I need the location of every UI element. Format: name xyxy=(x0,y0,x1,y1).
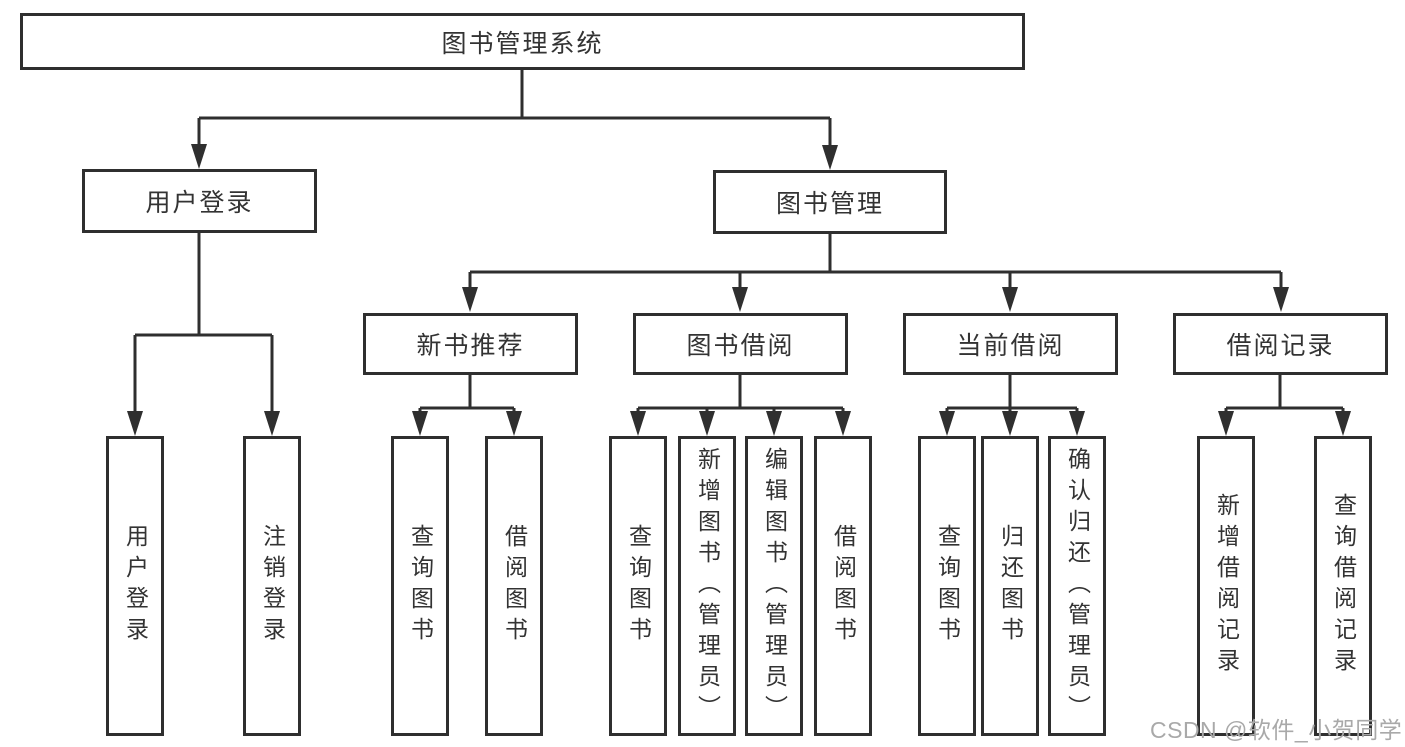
leaf-query-books-borrowing: 查询图书 xyxy=(609,436,667,736)
node-new-book-recommend: 新书推荐 xyxy=(363,313,578,375)
leaf-edit-books-admin: 编辑图书（管理员） xyxy=(745,436,803,736)
leaf-logout: 注销登录 xyxy=(243,436,301,736)
node-book-management: 图书管理 xyxy=(713,170,947,234)
leaf-confirm-return-admin: 确认归还（管理员） xyxy=(1048,436,1106,736)
leaf-query-books-recommend: 查询图书 xyxy=(391,436,449,736)
leaf-borrow-books-borrowing: 借阅图书 xyxy=(814,436,872,736)
node-user-login: 用户登录 xyxy=(82,169,317,233)
leaf-borrow-books-recommend: 借阅图书 xyxy=(485,436,543,736)
leaf-return-books: 归还图书 xyxy=(981,436,1039,736)
node-book-borrowing: 图书借阅 xyxy=(633,313,848,375)
node-current-borrowing: 当前借阅 xyxy=(903,313,1118,375)
arrowheads xyxy=(127,144,1351,436)
node-borrowing-records: 借阅记录 xyxy=(1173,313,1388,375)
leaf-query-books-current: 查询图书 xyxy=(918,436,976,736)
leaf-query-borrow-record: 查询借阅记录 xyxy=(1314,436,1372,736)
watermark-csdn: CSDN @软件_小贺同学 xyxy=(1150,717,1403,743)
leaf-add-borrow-record: 新增借阅记录 xyxy=(1197,436,1255,736)
leaf-user-login: 用户登录 xyxy=(106,436,164,736)
leaf-add-books-admin: 新增图书（管理员） xyxy=(678,436,736,736)
node-library-management-system: 图书管理系统 xyxy=(20,13,1025,70)
